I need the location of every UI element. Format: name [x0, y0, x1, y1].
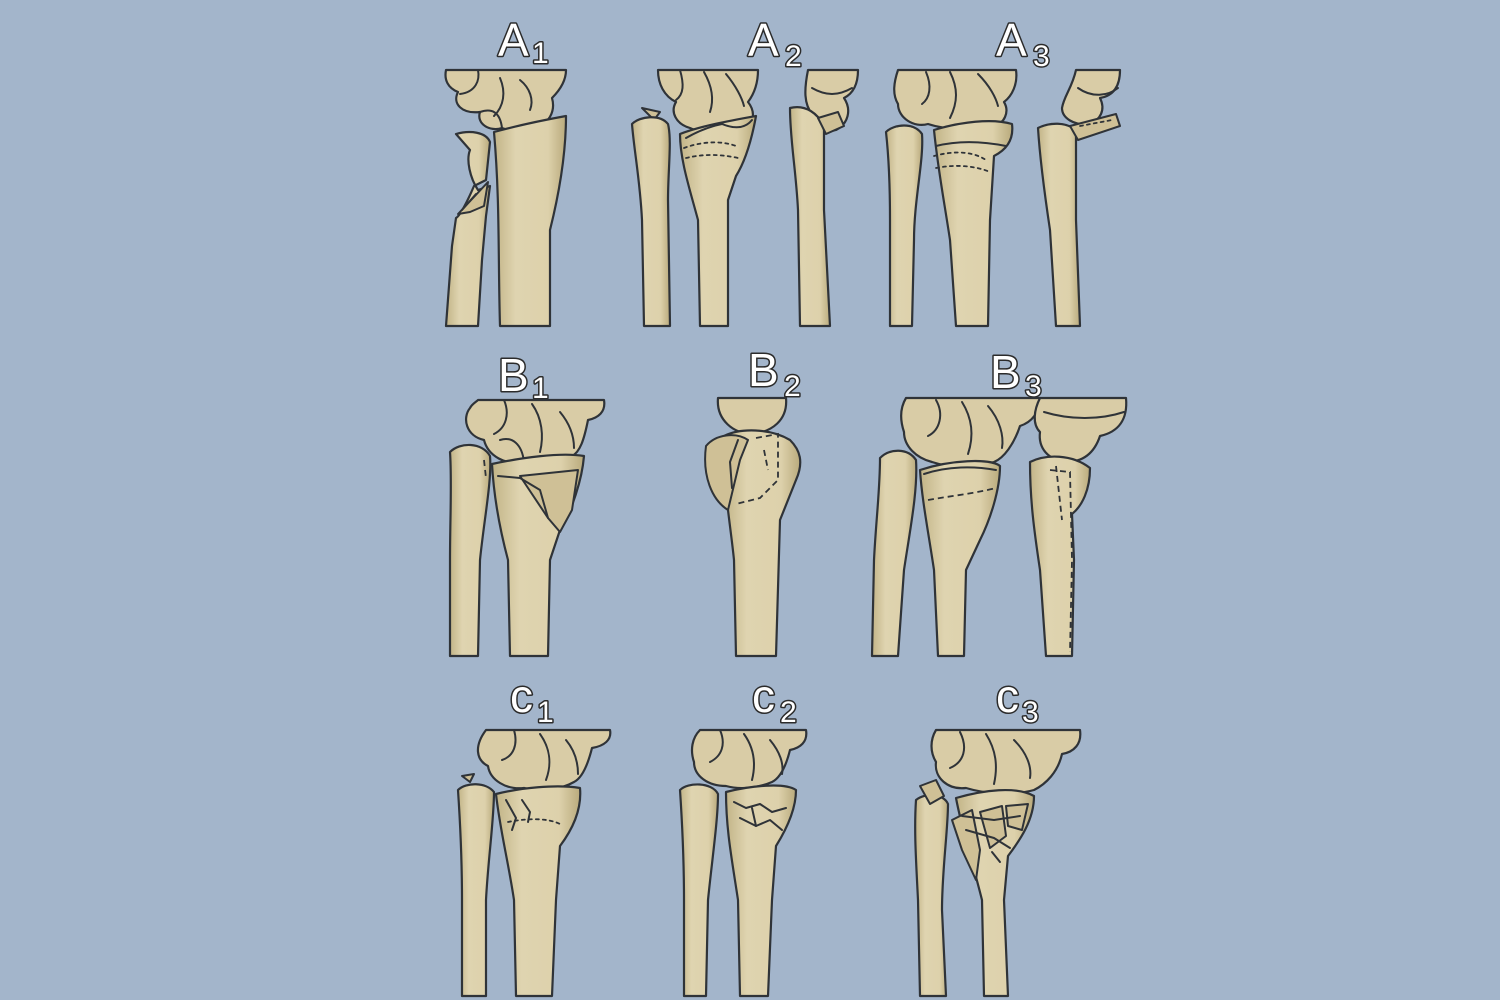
panel-c2-wrist-illustration [678, 728, 808, 998]
fracture-fragment [519, 469, 579, 533]
comminuted-fragment [951, 809, 981, 881]
radius [932, 120, 1014, 328]
panel-a2-wrist-illustration [630, 68, 860, 328]
panel-letter: c [752, 670, 775, 722]
radius [918, 459, 1002, 658]
panel-label-c2: c 2 [751, 669, 799, 731]
ulna [678, 783, 720, 998]
panel-label-a3: A 3 [995, 13, 1052, 75]
fracture-line [505, 799, 517, 831]
ulna [630, 116, 672, 328]
panel-letter: A [996, 14, 1027, 66]
fracture-line [733, 801, 787, 813]
panel-subscript: 1 [532, 37, 549, 70]
panel-letter: B [990, 346, 1021, 398]
panel-b3-wrist-illustration [870, 396, 1128, 658]
panel-letter: B [748, 344, 779, 396]
ulna [444, 131, 492, 328]
radius [678, 114, 758, 328]
radius [494, 785, 582, 998]
panel-label-c3: c 3 [995, 669, 1041, 731]
panel-label-b2: B 2 [747, 343, 803, 405]
lateral-radius [788, 106, 832, 328]
carpal-bones [690, 728, 808, 790]
panel-letter: B [498, 349, 529, 401]
panel-letter: A [748, 14, 779, 66]
panel-subscript: 3 [1025, 370, 1042, 403]
ulna [914, 794, 950, 998]
radius [724, 784, 798, 998]
panel-subscript: 2 [785, 40, 802, 73]
panel-a1-wrist-illustration [444, 68, 568, 328]
lateral-radius [1028, 455, 1092, 658]
carpal-bones [930, 728, 1082, 795]
panel-label-c1: c 1 [509, 669, 556, 731]
fracture-line [933, 151, 987, 161]
panel-subscript: 2 [780, 696, 797, 729]
lateral-carpal-bones [1033, 396, 1128, 464]
panel-subscript: 1 [532, 372, 549, 405]
panel-label-a1: A 1 [497, 13, 551, 72]
lateral-radius [1036, 122, 1082, 328]
panel-b2-wrist-illustration [704, 396, 802, 658]
panel-subscript: 1 [537, 696, 554, 729]
ulna [448, 443, 492, 658]
ulna-fragment [919, 779, 945, 805]
panel-c1-wrist-illustration [456, 728, 612, 998]
ulna [884, 124, 924, 328]
panel-c3-wrist-illustration [914, 728, 1082, 998]
panel-label-b3: B 3 [989, 345, 1044, 405]
panel-subscript: 2 [784, 370, 801, 403]
radius [492, 114, 568, 328]
panel-label-a2: A 2 [747, 13, 804, 75]
ulna [456, 783, 496, 998]
panel-b1-wrist-illustration [448, 398, 606, 658]
panel-label-b1: B 1 [497, 348, 551, 407]
fracture-line [927, 487, 997, 501]
lateral-carpal-bone [716, 396, 788, 436]
panel-letter: A [498, 14, 529, 66]
panel-letter: c [510, 670, 533, 722]
panel-subscript: 3 [1022, 696, 1039, 729]
panel-subscript: 3 [1033, 40, 1050, 73]
fracture-line [683, 141, 737, 149]
panel-a3-wrist-illustration [884, 68, 1122, 328]
ulna [870, 449, 918, 658]
panel-letter: c [996, 670, 1019, 722]
fracture-fragment [704, 434, 749, 511]
